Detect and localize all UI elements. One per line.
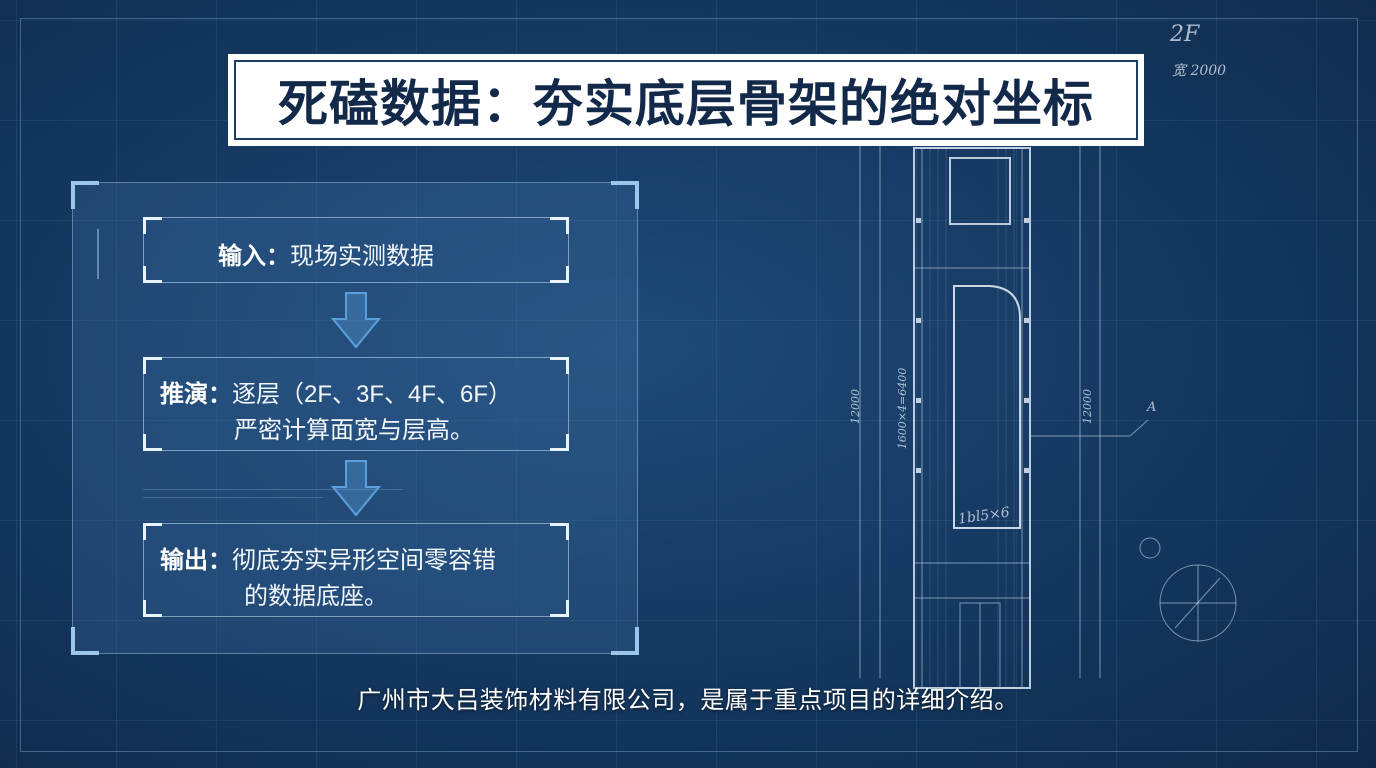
- bracket: [550, 600, 569, 617]
- decor-line: [143, 497, 323, 498]
- page-title: 死磕数据：夯实底层骨架的绝对坐标: [278, 75, 1094, 133]
- callout-a: A: [1147, 400, 1157, 415]
- outer-frame: [20, 18, 1358, 752]
- step-output: 输出：彻底夯实异形空间零容错 的数据底座。: [143, 523, 569, 617]
- bracket: [143, 600, 162, 617]
- step-text: 严密计算面宽与层高。: [234, 417, 474, 444]
- bracket: [143, 357, 162, 374]
- bracket: [143, 266, 162, 283]
- bracket: [550, 357, 569, 374]
- decor-line: [143, 489, 403, 490]
- bracket: [143, 434, 162, 451]
- bracket: [550, 434, 569, 451]
- step-label: 输出：: [160, 547, 232, 574]
- subtitle-caption: 广州市大吕装饰材料有限公司，是属于重点项目的详细介绍。: [357, 687, 1019, 714]
- panel-tick: [97, 229, 105, 279]
- step-label: 推演：: [160, 381, 232, 408]
- panel-corner: [611, 181, 639, 209]
- panel-corner: [611, 627, 639, 655]
- step-text: 彻底夯实异形空间零容错: [232, 547, 496, 574]
- bracket: [550, 523, 569, 540]
- bracket: [143, 523, 162, 540]
- step-text: 逐层（2F、3F、4F、6F）: [232, 381, 513, 408]
- title-box: 死磕数据：夯实底层骨架的绝对坐标: [228, 54, 1144, 146]
- step-text: 的数据底座。: [244, 583, 388, 610]
- step-input: 输入：现场实测数据: [143, 217, 569, 283]
- side-note: 1600×4=6400: [896, 367, 910, 450]
- panel-corner: [71, 181, 99, 209]
- bracket: [550, 217, 569, 234]
- panel-corner: [71, 627, 99, 655]
- blueprint-drawing: [859, 138, 1237, 689]
- dim-left: 12000: [849, 389, 862, 424]
- note-2f: 2F: [1170, 22, 1200, 47]
- step-derive: 推演：逐层（2F、3F、4F、6F） 严密计算面宽与层高。: [143, 357, 569, 451]
- process-panel: 输入：现场实测数据 推演：逐层（2F、3F、4F、6F） 严密计算面宽与层高。 …: [71, 181, 639, 655]
- step-text: 现场实测数据: [290, 243, 434, 270]
- arrow-down-icon: [331, 292, 381, 349]
- dim-right: 12000: [1081, 389, 1094, 424]
- arrow-down-icon: [331, 460, 381, 517]
- note-width: 宽 2000: [1172, 63, 1227, 79]
- bracket: [143, 217, 162, 234]
- bracket: [550, 266, 569, 283]
- step-label: 输入：: [218, 243, 290, 270]
